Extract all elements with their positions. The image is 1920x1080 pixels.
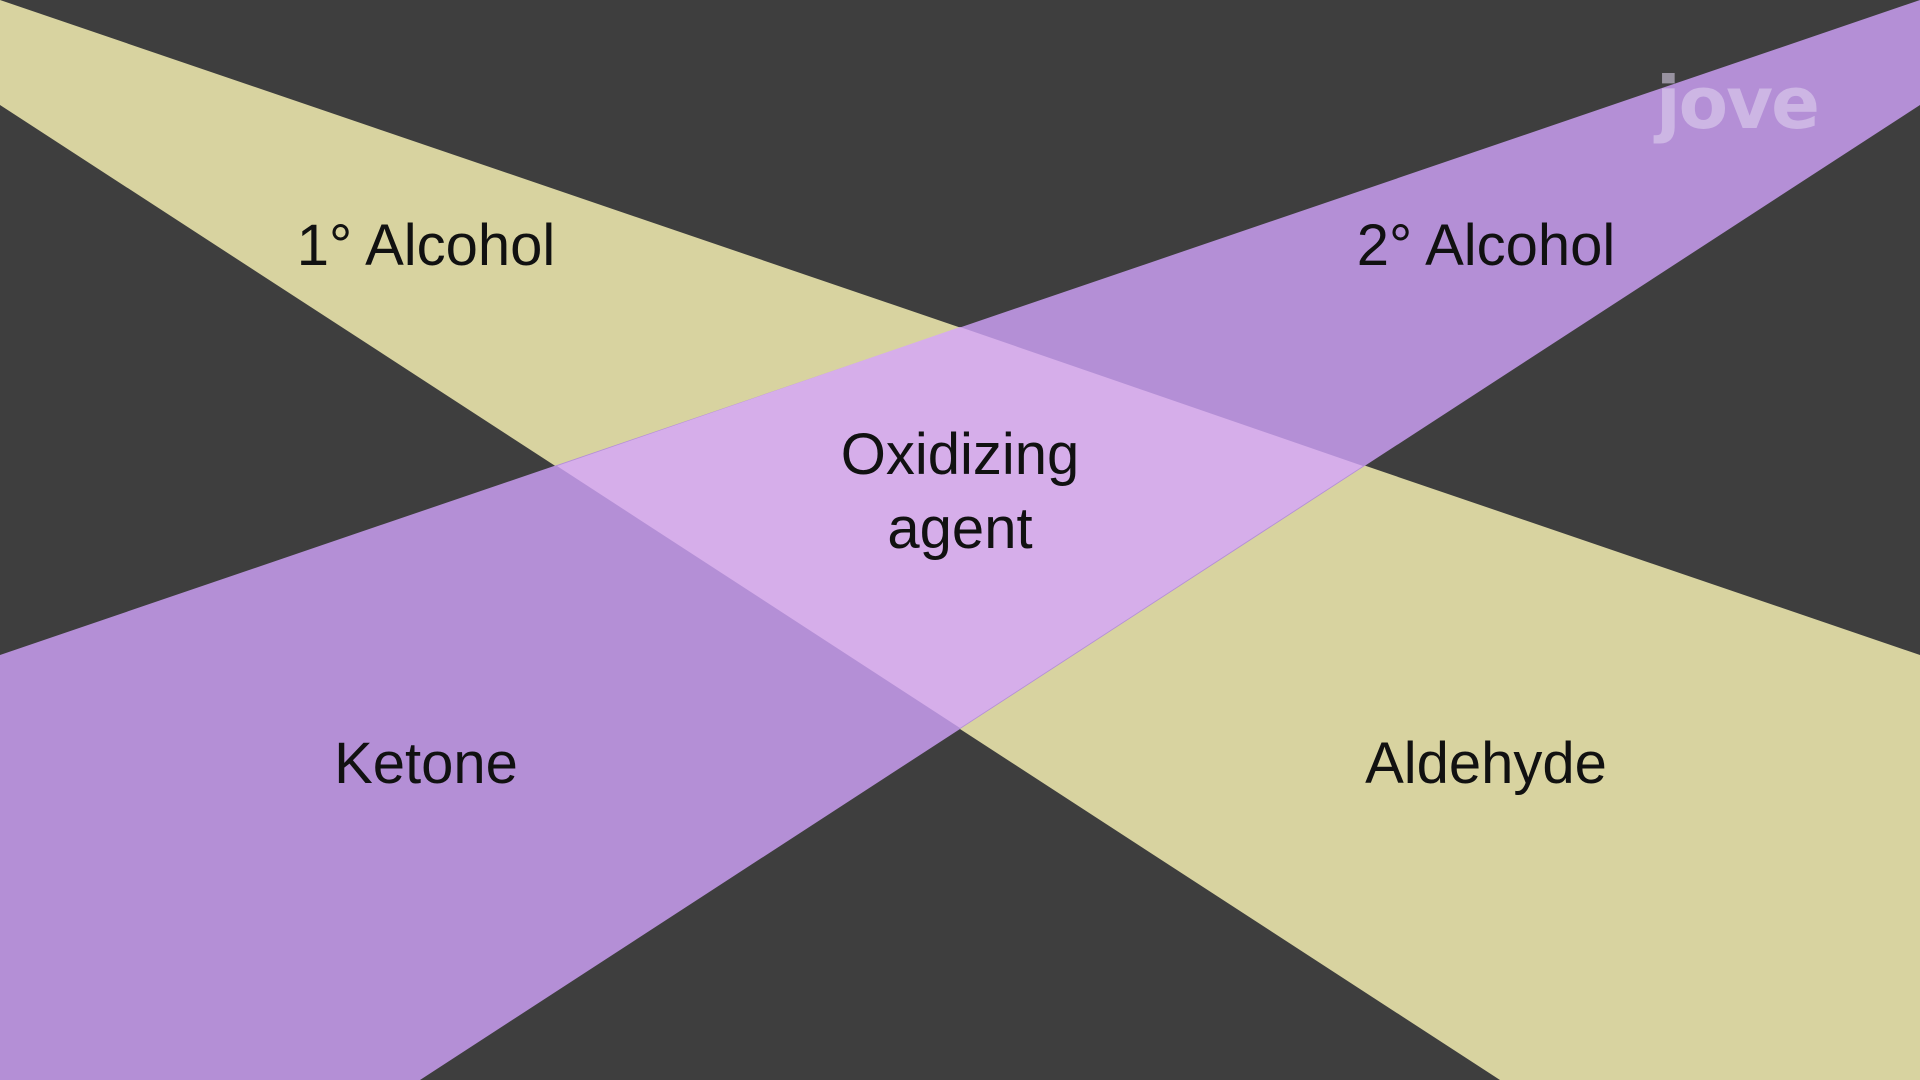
oxidizing-agent-line1: Oxidizing <box>840 422 1080 487</box>
oxidizing-agent-label: Oxidizing agent <box>760 418 1160 566</box>
aldehyde-label: Aldehyde <box>1365 731 1607 796</box>
beam-overlap <box>557 327 1363 728</box>
ketone-label: Ketone <box>334 731 518 796</box>
secondary-alcohol-label: 2° Alcohol <box>1356 213 1616 278</box>
jove-logo: jove <box>1656 61 1820 145</box>
oxidizing-agent-line2: agent <box>887 496 1033 561</box>
primary-alcohol-label: 1° Alcohol <box>296 213 556 278</box>
